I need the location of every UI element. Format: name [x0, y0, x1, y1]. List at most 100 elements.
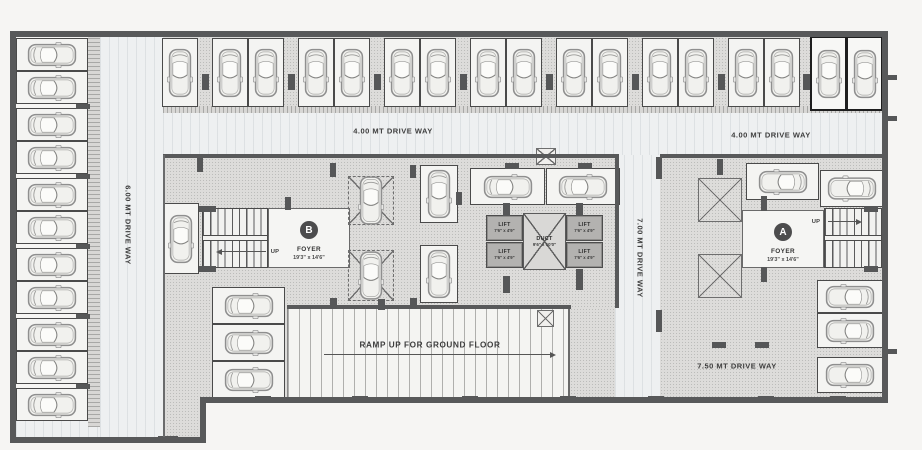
parking-stall: [248, 38, 284, 107]
driveway-left-area: [100, 37, 163, 437]
parking-stall: [16, 71, 88, 104]
duct: DUCT 9'6" x 10'0": [523, 213, 566, 270]
parking-stall: [764, 38, 800, 107]
pillar: [864, 266, 878, 272]
driveway-top-left-label: 4.00 MT DRIVE WAY: [353, 126, 433, 136]
pillar: [285, 197, 291, 210]
core-left-edge: [163, 155, 165, 437]
parking-stall: [420, 38, 456, 107]
car-icon: [27, 74, 77, 101]
pillar: [632, 74, 639, 90]
parking-stall: [212, 324, 285, 361]
car-icon: [27, 284, 77, 311]
pillar: [76, 314, 90, 319]
car-icon: [426, 169, 452, 219]
car-lift-stall: [348, 250, 394, 301]
lift-1: LIFT 7'6" x 4'9": [486, 215, 523, 241]
block-a-badge: A: [774, 223, 792, 241]
driveway-top-right-label: 4.00 MT DRIVE WAY: [731, 130, 811, 140]
car-icon: [647, 48, 673, 97]
parking-stall: [817, 280, 883, 313]
outer-wall-right: [882, 31, 888, 403]
pillar: [576, 269, 583, 290]
car-icon: [253, 48, 279, 97]
parking-stall: [16, 108, 88, 141]
driveway-top-area: [163, 112, 883, 155]
foyer-a-label: FOYER: [770, 248, 795, 255]
car-icon: [683, 48, 709, 97]
car-icon: [27, 321, 77, 348]
pillar: [712, 342, 726, 348]
pillar: [803, 74, 810, 90]
foyer-b-label: FOYER: [296, 246, 321, 253]
lift-2-label: LIFT: [498, 248, 511, 255]
lift-3-dimensions: 7'6" x 4'9": [574, 227, 595, 233]
up-label-b: UP: [270, 249, 280, 255]
pillar: [199, 266, 216, 272]
core-top-wall: [163, 154, 618, 158]
pillar: [460, 74, 467, 90]
pillar: [656, 310, 662, 332]
stair-b-landing: [203, 235, 267, 242]
ramp-right-area: [570, 308, 615, 398]
lift-4: LIFT 7'6" x 4'9": [566, 242, 603, 268]
car-lift-stall: [348, 176, 394, 225]
pillar: [576, 203, 583, 216]
car-icon: [483, 173, 532, 200]
car-icon: [27, 144, 77, 171]
car-icon: [769, 48, 795, 97]
parking-stall: [817, 357, 883, 393]
pillar: [76, 174, 90, 179]
pillar: [888, 75, 897, 80]
driveway-bottom-left-area: [16, 421, 100, 437]
parking-stall: [212, 38, 248, 107]
parking-stall: [810, 36, 847, 111]
parking-stall: [470, 168, 545, 205]
pillar: [503, 276, 510, 293]
pillar: [505, 163, 519, 169]
car-icon: [224, 292, 273, 319]
parking-stall: [16, 141, 88, 174]
parking-stall: [546, 168, 620, 205]
car-icon: [758, 168, 807, 195]
car-icon: [27, 354, 77, 381]
pillar: [330, 298, 337, 309]
pillar: [578, 163, 592, 169]
parking-stall: [16, 178, 88, 211]
ramp-label: RAMP UP FOR GROUND FLOOR: [359, 340, 501, 350]
pillar: [199, 206, 216, 212]
parking-stall: [420, 165, 458, 223]
car-icon: [561, 48, 587, 97]
stair-b-arrow: [222, 251, 266, 253]
parking-stall: [820, 170, 883, 207]
car-icon: [733, 48, 759, 97]
pillar: [330, 163, 336, 177]
pillar: [717, 159, 723, 175]
pillar: [761, 196, 767, 211]
car-icon: [224, 366, 273, 393]
duct-label: DUCT: [536, 235, 553, 242]
pillar: [546, 74, 553, 90]
pillar: [761, 267, 767, 282]
car-icon: [511, 48, 537, 97]
car-icon: [475, 48, 501, 97]
parking-stall: [16, 211, 88, 244]
parking-stall: [678, 38, 714, 107]
lift-3-label: LIFT: [578, 221, 591, 228]
parking-stall: [592, 38, 628, 107]
car-icon: [815, 49, 842, 98]
car-icon: [27, 251, 77, 278]
outer-wall-step: [200, 397, 206, 443]
parking-stall: [163, 203, 199, 274]
parking-stall: [16, 351, 88, 384]
parking-stall: [384, 38, 420, 107]
right-block-top-wall: [660, 154, 883, 158]
pillar: [76, 104, 90, 109]
parking-stall: [162, 38, 198, 107]
pillar: [456, 192, 462, 205]
outer-wall-bottom: [200, 397, 888, 403]
parking-stall: [334, 38, 370, 107]
pillar: [197, 157, 203, 172]
pillar: [888, 349, 897, 354]
parking-stall: [817, 313, 883, 348]
